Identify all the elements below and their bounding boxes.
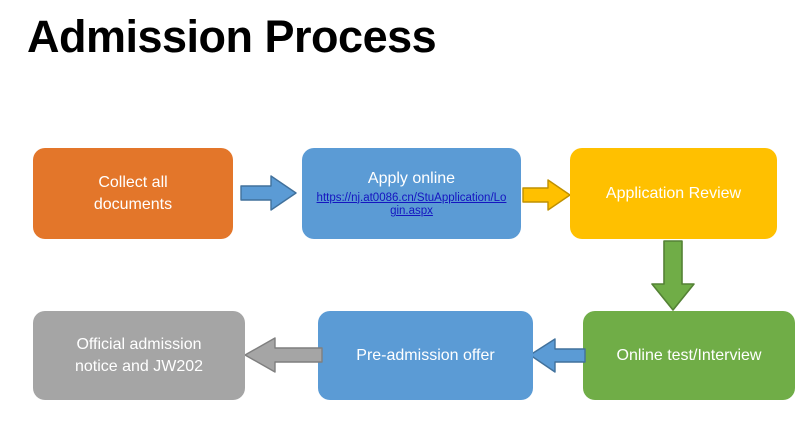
node-label: Online test/Interview (616, 346, 762, 364)
node-label: Collect all documents (93, 173, 173, 213)
arrow-collect-to-apply (240, 174, 298, 212)
arrow-apply-to-review (522, 178, 572, 212)
process-node-collect-documents[interactable]: Collect all documents (33, 148, 233, 239)
process-node-application-review[interactable]: Application Review (570, 148, 777, 239)
arrow-offer-to-notice (243, 336, 323, 374)
node-label: Official admission notice and JW202 (74, 335, 204, 375)
process-node-online-test-interview[interactable]: Online test/Interview (583, 311, 795, 400)
node-label: Pre-admission offer (356, 346, 495, 364)
process-node-pre-admission-offer[interactable]: Pre-admission offer (318, 311, 533, 400)
node-label: Apply online (367, 169, 456, 187)
page-title: Admission Process (27, 11, 437, 62)
process-node-apply-online[interactable]: Apply online https://nj.at0086.cn/StuApp… (302, 148, 521, 239)
arrow-test-to-offer (528, 337, 586, 374)
node-label: Application Review (605, 184, 742, 202)
apply-online-link[interactable]: https://nj.at0086.cn/StuApplication/Logi… (316, 191, 507, 218)
arrow-review-to-test (649, 240, 697, 312)
process-node-official-admission-notice[interactable]: Official admission notice and JW202 (33, 311, 245, 400)
